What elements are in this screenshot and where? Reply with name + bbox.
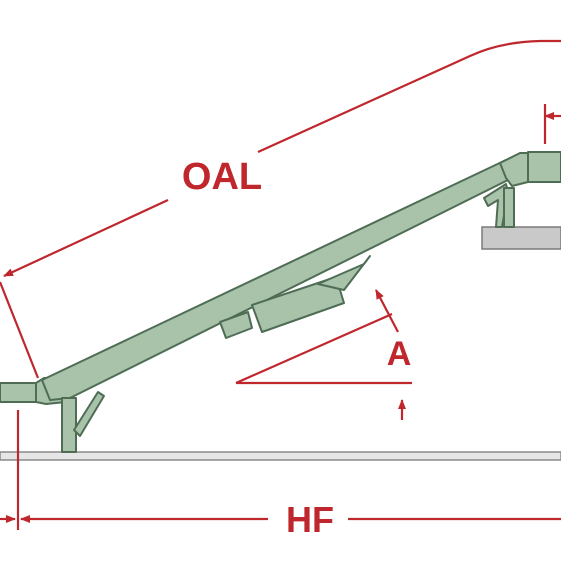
lower-support-leg (61, 397, 77, 453)
oal-extension-lower (0, 281, 40, 379)
angle-arrow-upper (375, 289, 399, 333)
gearbox (219, 311, 253, 339)
hf-dimension (0, 410, 561, 530)
drive-mount (317, 255, 371, 291)
discharge-section (527, 151, 561, 183)
lower-support-brace (73, 391, 105, 437)
upper-support-brace (483, 183, 509, 228)
discharge-base-plate (481, 226, 561, 250)
oal-dimension-line-lower (3, 199, 169, 277)
upper-support-leg (503, 187, 515, 228)
conveyor (0, 151, 561, 453)
floor (0, 451, 561, 461)
hf-label: HF (286, 499, 334, 540)
angle-label: A (387, 335, 412, 373)
drive-motor (251, 276, 345, 333)
oal-dimension-line-upper (257, 39, 561, 154)
oal-dimension (0, 39, 561, 379)
angle-dimension (235, 289, 412, 420)
oal-label: OAL (182, 156, 262, 198)
angle-incline-reference (235, 312, 393, 385)
